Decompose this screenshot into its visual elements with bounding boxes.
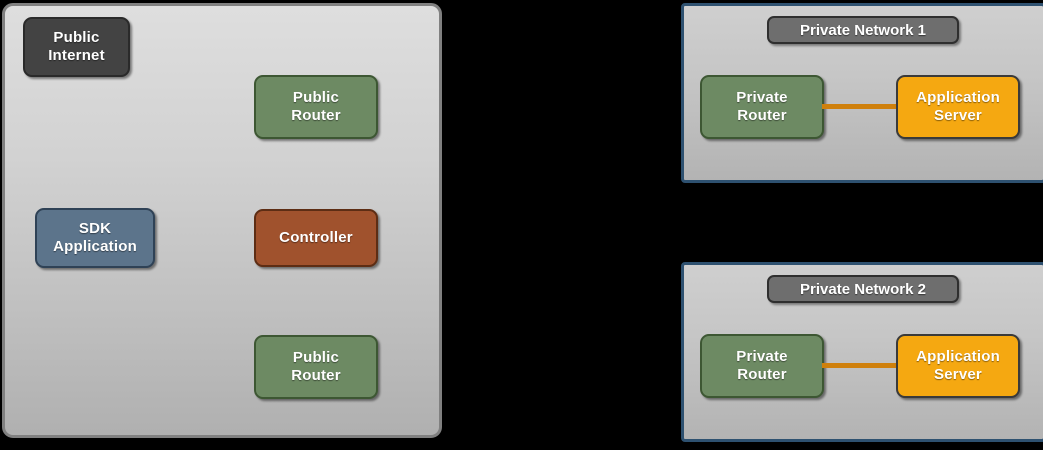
private-network-1-title: Private Network 1: [800, 21, 926, 39]
node-private-router-2-line2: Router: [737, 366, 787, 383]
node-sdk-application-line1: SDK: [78, 220, 112, 238]
private-network-2-container: Private Network 2 Private Router Applica…: [681, 262, 1043, 442]
node-public-internet-line1: Public: [53, 29, 100, 47]
link-router-to-server-2: [822, 363, 898, 368]
node-public-internet-line2: Internet: [48, 47, 105, 64]
node-application-server-1-line2: Server: [934, 107, 982, 124]
node-application-server-2-line1: Application: [916, 348, 1000, 366]
link-router-to-server-1: [822, 104, 898, 109]
private-network-2-title: Private Network 2: [800, 280, 926, 298]
private-network-1-container: Private Network 1 Private Router Applica…: [681, 3, 1043, 183]
private-network-1-title-badge: Private Network 1: [767, 16, 959, 44]
node-public-router-2-line2: Router: [291, 367, 341, 384]
node-application-server-1[interactable]: Application Server: [896, 75, 1020, 139]
node-controller[interactable]: Controller: [254, 209, 378, 267]
private-network-2-title-badge: Private Network 2: [767, 275, 959, 303]
node-private-router-1-line1: Private: [736, 89, 788, 107]
node-sdk-application-line2: Application: [53, 238, 137, 255]
node-sdk-application[interactable]: SDK Application: [35, 208, 155, 268]
node-private-router-1-label: Private Router: [736, 89, 787, 124]
node-sdk-application-label: SDK Application: [53, 220, 137, 255]
node-private-router-2[interactable]: Private Router: [700, 334, 824, 398]
node-public-internet[interactable]: Public Internet: [23, 17, 130, 77]
node-public-router-1-label: Public Router: [291, 89, 341, 124]
node-private-router-1[interactable]: Private Router: [700, 75, 824, 139]
node-public-router-2-label: Public Router: [291, 349, 341, 384]
public-zone-container: Public Internet Public Router SDK Applic…: [2, 3, 442, 438]
node-application-server-2-label: Application Server: [916, 348, 1000, 383]
node-public-router-1-line2: Router: [291, 107, 341, 124]
node-application-server-2-line2: Server: [934, 366, 982, 383]
node-public-router-1-line1: Public: [292, 89, 340, 107]
node-controller-label: Controller: [279, 229, 353, 247]
node-application-server-1-label: Application Server: [916, 89, 1000, 124]
node-public-router-2-line1: Public: [292, 349, 340, 367]
node-application-server-2[interactable]: Application Server: [896, 334, 1020, 398]
node-private-router-1-line2: Router: [737, 107, 787, 124]
node-public-internet-label: Public Internet: [48, 29, 105, 64]
node-private-router-2-label: Private Router: [736, 348, 787, 383]
node-public-router-2[interactable]: Public Router: [254, 335, 378, 399]
node-application-server-1-line1: Application: [916, 89, 1000, 107]
node-private-router-2-line1: Private: [736, 348, 788, 366]
node-public-router-1[interactable]: Public Router: [254, 75, 378, 139]
